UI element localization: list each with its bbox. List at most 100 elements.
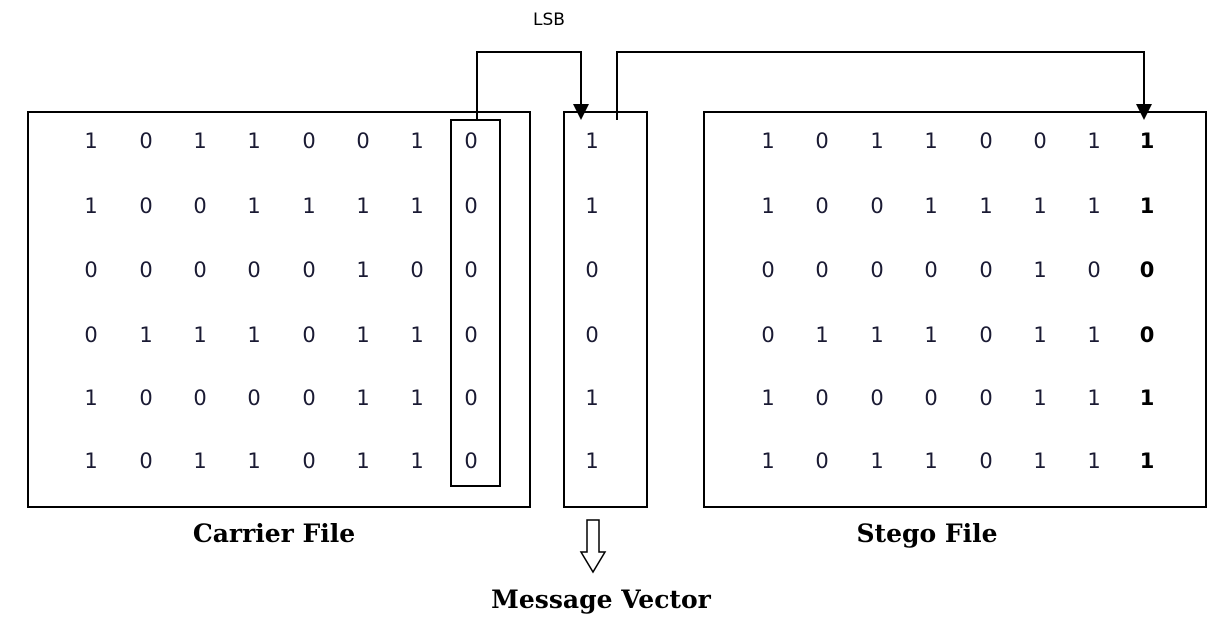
stego-lsb-bit: 0 (1139, 258, 1155, 282)
stego-bit: 0 (815, 129, 829, 153)
stego-bit: 1 (1087, 129, 1101, 153)
carrier-bit: 1 (410, 386, 424, 410)
message-bit: 1 (585, 129, 599, 153)
lsb-label: LSB (533, 10, 565, 30)
stego-bit: 0 (979, 323, 993, 347)
stego-bit: 1 (761, 386, 775, 410)
stego-bit: 1 (924, 323, 938, 347)
carrier-bit: 0 (139, 386, 153, 410)
message-bit: 1 (585, 386, 599, 410)
stego-bit: 0 (761, 258, 775, 282)
stego-bit: 1 (870, 129, 884, 153)
carrier-bit: 0 (302, 258, 316, 282)
carrier-bit: 0 (464, 386, 478, 410)
carrier-file-box (27, 111, 531, 508)
stego-bit: 1 (870, 449, 884, 473)
stego-bit: 1 (1087, 449, 1101, 473)
stego-bit: 1 (1087, 194, 1101, 218)
stego-bit: 1 (924, 129, 938, 153)
carrier-bit: 0 (84, 258, 98, 282)
carrier-bit: 1 (410, 323, 424, 347)
stego-bit: 0 (815, 386, 829, 410)
stego-bit: 0 (761, 323, 775, 347)
message-bit: 1 (585, 449, 599, 473)
carrier-bit: 0 (193, 258, 207, 282)
carrier-bit: 1 (193, 449, 207, 473)
carrier-bit: 0 (193, 194, 207, 218)
carrier-bit: 0 (464, 449, 478, 473)
stego-bit: 1 (1087, 386, 1101, 410)
down-arrow-icon (579, 519, 607, 574)
carrier-bit: 0 (139, 129, 153, 153)
message-bit: 0 (585, 323, 599, 347)
carrier-bit: 1 (247, 323, 261, 347)
lsb-column-highlight (450, 119, 501, 487)
carrier-bit: 1 (410, 449, 424, 473)
carrier-bit: 1 (193, 323, 207, 347)
stego-file-caption: Stego File (856, 519, 998, 548)
stego-bit: 0 (979, 386, 993, 410)
carrier-bit: 0 (464, 323, 478, 347)
stego-lsb-bit: 0 (1139, 323, 1155, 347)
message-bit: 0 (585, 258, 599, 282)
stego-bit: 1 (761, 449, 775, 473)
message-vector-caption: Message Vector (491, 585, 711, 614)
message-bit: 1 (585, 194, 599, 218)
carrier-bit: 1 (302, 194, 316, 218)
carrier-bit: 1 (193, 129, 207, 153)
carrier-bit: 0 (464, 129, 478, 153)
carrier-bit: 0 (302, 386, 316, 410)
carrier-bit: 1 (247, 194, 261, 218)
stego-bit: 1 (815, 323, 829, 347)
carrier-bit: 0 (302, 449, 316, 473)
stego-bit: 1 (870, 323, 884, 347)
carrier-bit: 1 (139, 323, 153, 347)
stego-bit: 0 (924, 386, 938, 410)
stego-bit: 1 (1087, 323, 1101, 347)
stego-bit: 1 (1033, 386, 1047, 410)
stego-lsb-bit: 1 (1139, 386, 1155, 410)
stego-bit: 0 (815, 449, 829, 473)
carrier-bit: 0 (247, 386, 261, 410)
stego-bit: 0 (815, 194, 829, 218)
stego-bit: 1 (979, 194, 993, 218)
message-to-stego-arrow (616, 51, 1145, 120)
carrier-bit: 1 (356, 194, 370, 218)
carrier-bit: 0 (84, 323, 98, 347)
stego-file-box (703, 111, 1207, 508)
carrier-bit: 1 (356, 386, 370, 410)
carrier-bit: 1 (356, 449, 370, 473)
carrier-bit: 1 (247, 129, 261, 153)
stego-bit: 0 (870, 194, 884, 218)
carrier-bit: 1 (84, 449, 98, 473)
carrier-bit: 0 (302, 323, 316, 347)
carrier-bit: 0 (139, 258, 153, 282)
carrier-bit: 0 (464, 258, 478, 282)
stego-bit: 0 (924, 258, 938, 282)
stego-bit: 1 (924, 449, 938, 473)
stego-bit: 0 (1087, 258, 1101, 282)
carrier-bit: 1 (410, 129, 424, 153)
stego-bit: 1 (924, 194, 938, 218)
stego-bit: 0 (870, 386, 884, 410)
carrier-bit: 0 (139, 449, 153, 473)
stego-lsb-bit: 1 (1139, 194, 1155, 218)
carrier-bit: 0 (193, 386, 207, 410)
carrier-bit: 1 (356, 323, 370, 347)
carrier-bit: 0 (247, 258, 261, 282)
carrier-bit: 0 (302, 129, 316, 153)
stego-lsb-bit: 1 (1139, 129, 1155, 153)
stego-bit: 0 (979, 129, 993, 153)
stego-bit: 0 (1033, 129, 1047, 153)
carrier-bit: 1 (410, 194, 424, 218)
lsb-to-message-arrow (476, 51, 582, 119)
carrier-bit: 0 (139, 194, 153, 218)
stego-bit: 1 (1033, 258, 1047, 282)
stego-bit: 1 (1033, 194, 1047, 218)
stego-bit: 0 (870, 258, 884, 282)
stego-bit: 1 (1033, 323, 1047, 347)
carrier-file-caption: Carrier File (192, 519, 356, 548)
stego-bit: 0 (979, 258, 993, 282)
carrier-bit: 0 (410, 258, 424, 282)
